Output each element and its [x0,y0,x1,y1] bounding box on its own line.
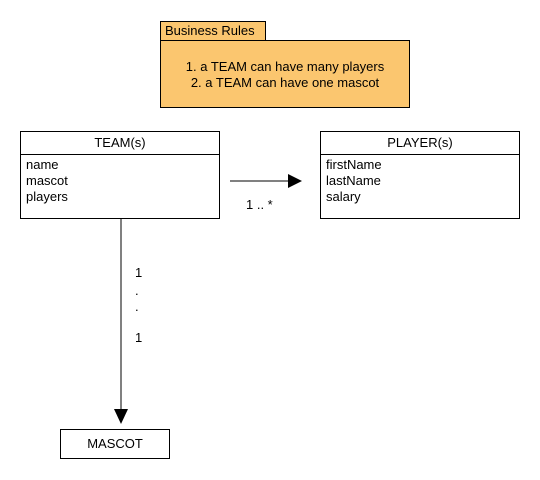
player-attribute-firstname: firstName [326,157,382,172]
team-class-name: TEAM(s) [21,132,219,155]
team-mascot-dot-2: . [135,299,139,314]
team-attribute-players: players [26,189,68,204]
business-rules-note-tab: Business Rules [160,21,266,41]
player-attribute-salary: salary [326,189,361,204]
player-attribute-list: firstName lastName salary [321,155,519,205]
mascot-class-name: MASCOT [87,436,143,451]
player-class-box[interactable]: PLAYER(s) firstName lastName salary [320,131,520,219]
team-mascot-multiplicity-bottom: 1 [135,330,143,345]
business-rule-2: 2. a TEAM can have one mascot [190,75,380,90]
business-rules-note: 1. a TEAM can have many players 2. a TEA… [160,40,410,108]
team-player-multiplicity: 1 .. * [246,197,273,212]
team-mascot-arrowhead [114,409,128,424]
team-mascot-dot-1: . [135,283,139,298]
team-mascot-multiplicity-top: 1 [135,265,143,280]
team-class-box[interactable]: TEAM(s) name mascot players [20,131,220,219]
player-attribute-lastname: lastName [326,173,381,188]
mascot-class-box[interactable]: MASCOT [60,429,170,459]
team-attribute-list: name mascot players [21,155,219,205]
business-rule-1: 1. a TEAM can have many players [185,59,385,74]
business-rules-title: Business Rules [165,23,255,38]
team-attribute-name: name [26,157,59,172]
team-player-arrowhead [288,174,302,188]
team-attribute-mascot: mascot [26,173,68,188]
player-class-name: PLAYER(s) [321,132,519,155]
